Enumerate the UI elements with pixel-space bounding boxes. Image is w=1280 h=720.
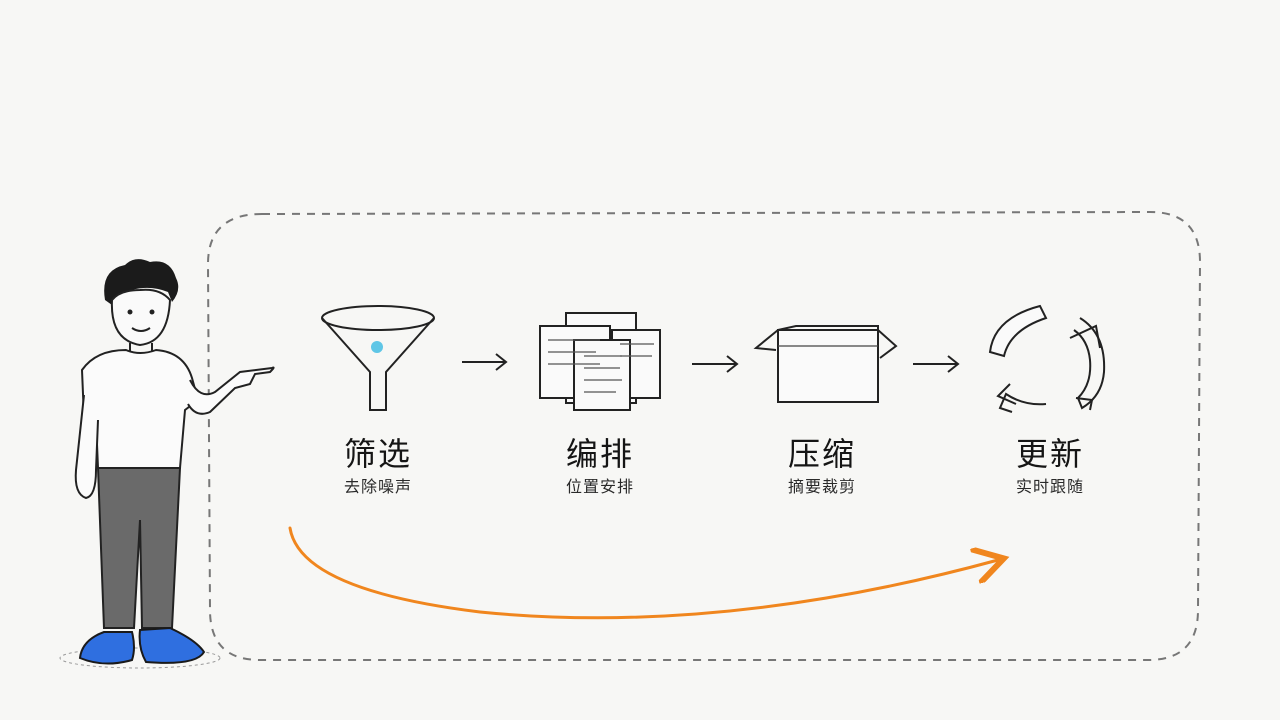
arrow-icon [913, 355, 960, 373]
stage-title: 编排 [565, 435, 634, 473]
stage-title: 更新 [1015, 435, 1084, 473]
funnel-icon [321, 305, 435, 411]
refresh-cycle-icon [988, 304, 1106, 413]
stage-subtitle: 摘要裁剪 [787, 477, 856, 496]
stage-subtitle: 去除噪声 [343, 477, 412, 496]
progress-sweep-arrow [288, 526, 998, 620]
dashed-process-boundary [206, 210, 1202, 661]
stage-subtitle: 位置安排 [565, 477, 634, 496]
arrow-icon [462, 353, 508, 371]
stage-subtitle: 实时跟随 [1015, 477, 1084, 496]
stage-title: 压缩 [787, 435, 856, 473]
documents-stack-icon [539, 312, 661, 411]
stage-compress: 压缩 摘要裁剪 [742, 434, 902, 498]
person-illustration [59, 259, 275, 669]
stage-title: 筛选 [343, 435, 412, 473]
stage-filter: 筛选 去除噪声 [298, 434, 458, 498]
stage-update: 更新 实时跟随 [970, 434, 1130, 498]
box-icon [753, 325, 898, 403]
stage-arrange: 编排 位置安排 [520, 434, 680, 498]
arrow-icon [692, 355, 739, 373]
